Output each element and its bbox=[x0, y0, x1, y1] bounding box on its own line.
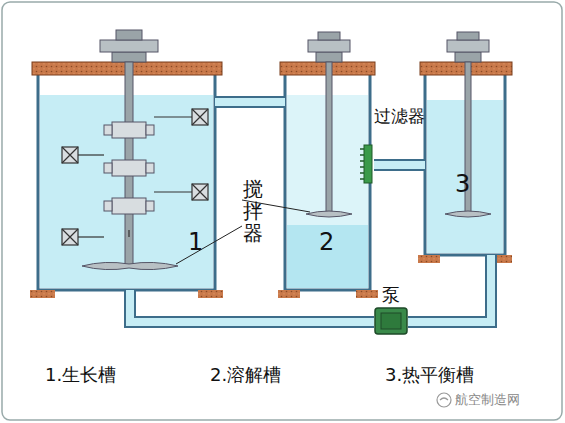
pipe-fluid bbox=[215, 98, 285, 106]
legend-item-1: 1.生长槽 bbox=[45, 366, 116, 384]
filter bbox=[360, 145, 372, 183]
filter-label: 过滤器 bbox=[374, 108, 425, 125]
growth-tank bbox=[30, 30, 223, 298]
pipe-fluid bbox=[374, 161, 425, 169]
callout-number: 3 bbox=[455, 172, 470, 196]
watermark: 航空制造网 bbox=[455, 393, 520, 406]
pipe bbox=[130, 290, 374, 322]
watermark-icon bbox=[437, 393, 451, 407]
pipe bbox=[408, 255, 491, 322]
callout-number: 1 bbox=[188, 230, 203, 254]
pipe-fluid bbox=[130, 290, 374, 322]
dissolution-tank-box: 2 bbox=[285, 72, 370, 290]
pipe-wall bbox=[215, 96, 285, 108]
pump-label: 泵 bbox=[382, 286, 400, 304]
pipe bbox=[215, 102, 285, 103]
thermal-balance-tank bbox=[418, 32, 512, 263]
pipe-wall bbox=[130, 290, 374, 322]
stirrer-label: 搅拌器 bbox=[243, 178, 263, 244]
dissolution-tank bbox=[278, 32, 378, 298]
pipe-wall bbox=[408, 255, 491, 322]
pump-box: 泵 bbox=[374, 286, 408, 336]
pipe-wall bbox=[374, 159, 425, 171]
thermal-tank-box: 3 bbox=[425, 72, 505, 255]
legend-item-3: 3.热平衡槽 bbox=[385, 366, 474, 384]
pipe bbox=[374, 165, 425, 166]
legend-item-2: 2.溶解槽 bbox=[210, 366, 281, 384]
callout-number: 2 bbox=[319, 230, 334, 254]
growth-tank-box: 1 bbox=[38, 72, 215, 290]
outer-frame bbox=[2, 2, 562, 420]
pipe-fluid bbox=[408, 255, 491, 322]
